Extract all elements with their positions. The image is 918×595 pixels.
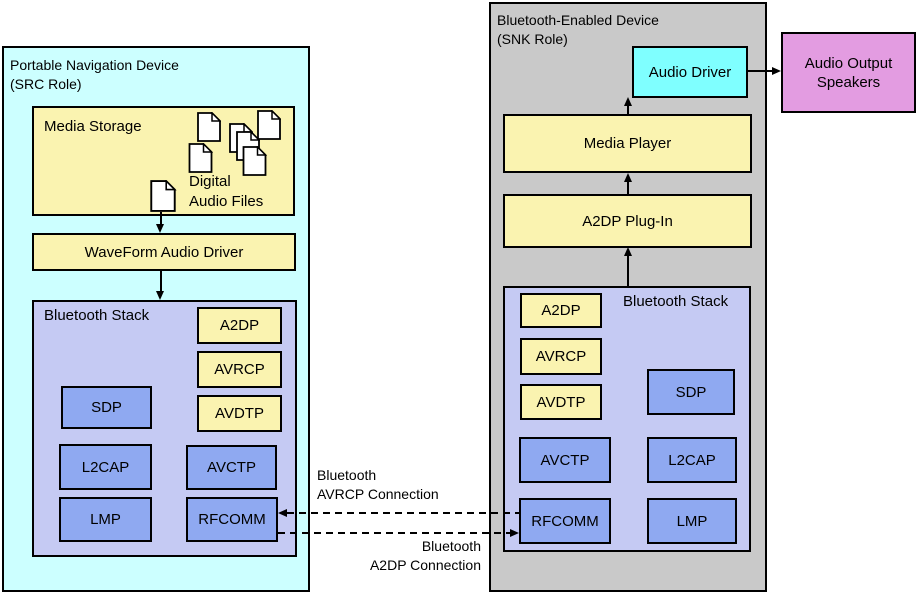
right-rfcomm-label: RFCOMM <box>531 512 599 530</box>
left-rfcomm-box: RFCOMM <box>186 497 278 542</box>
right-a2dp-label: A2DP <box>541 302 581 319</box>
document-icon <box>188 143 213 173</box>
right-lmp-box: LMP <box>647 498 737 544</box>
media-player-label: Media Player <box>583 135 672 152</box>
left-device-title: Portable Navigation Device (SRC Role) <box>10 56 179 94</box>
audio-output-speakers-label: Audio Output Speakers <box>805 54 893 92</box>
left-lmp-label: LMP <box>90 511 121 528</box>
right-a2dp-box: A2DP <box>520 293 602 328</box>
right-device-title-line2: (SNK Role) <box>497 31 568 47</box>
left-device-title-line2: (SRC Role) <box>10 76 82 92</box>
left-l2cap-box: L2CAP <box>59 444 152 490</box>
digital-audio-files-line2: Audio Files <box>189 193 264 210</box>
a2dp-connection-arrowhead <box>510 528 519 537</box>
right-sdp-label: SDP <box>675 383 707 401</box>
right-l2cap-label: L2CAP <box>668 451 716 469</box>
left-sdp-box: SDP <box>61 386 152 429</box>
left-sdp-label: SDP <box>91 399 122 416</box>
waveform-to-stack-line <box>160 271 162 293</box>
right-bluetooth-stack-label: Bluetooth Stack <box>623 293 729 310</box>
left-avrcp-label: AVRCP <box>214 361 265 378</box>
waveform-audio-driver-label: WaveForm Audio Driver <box>84 243 244 261</box>
digital-audio-files-label: Digital Audio Files <box>189 172 263 212</box>
left-avctp-label: AVCTP <box>207 459 256 476</box>
left-device-title-line1: Portable Navigation Device <box>10 57 179 73</box>
audio-driver-box: Audio Driver <box>632 46 748 98</box>
audio-output-speakers-box: Audio Output Speakers <box>781 32 916 113</box>
a2dp-connection-line2: A2DP Connection <box>369 557 481 573</box>
right-lmp-label: LMP <box>676 512 708 530</box>
avrcp-connection-arrowhead <box>278 508 287 517</box>
document-icon <box>257 110 281 140</box>
player-to-driver-line <box>627 105 629 115</box>
plugin-to-player-arrowhead <box>623 173 632 182</box>
speakers-line2: Speakers <box>816 73 881 91</box>
left-lmp-box: LMP <box>59 497 152 542</box>
right-l2cap-box: L2CAP <box>647 437 737 483</box>
audio-driver-label: Audio Driver <box>648 63 732 81</box>
avrcp-connection-line1: Bluetooth <box>317 467 377 483</box>
a2dp-plugin-box: A2DP Plug-In <box>503 194 752 248</box>
media-player-box: Media Player <box>503 114 752 173</box>
left-a2dp-label: A2DP <box>219 317 260 334</box>
avrcp-connection-label: Bluetooth AVRCP Connection <box>317 466 439 504</box>
avrcp-connection-line <box>287 512 519 514</box>
waveform-to-stack-arrowhead <box>156 291 164 300</box>
left-bluetooth-stack-label: Bluetooth Stack <box>44 307 150 324</box>
driver-to-speakers-arrowhead <box>772 66 781 75</box>
right-avdtp-label: AVDTP <box>536 393 586 411</box>
right-device-title-line1: Bluetooth-Enabled Device <box>497 12 659 28</box>
document-icon <box>197 112 221 142</box>
document-icon <box>150 180 177 212</box>
stack-to-plugin-arrowhead <box>623 247 632 256</box>
left-a2dp-box: A2DP <box>197 307 282 344</box>
left-l2cap-label: L2CAP <box>81 458 130 476</box>
stack-to-plugin-line <box>627 255 629 287</box>
left-avdtp-label: AVDTP <box>215 405 264 422</box>
left-avdtp-box: AVDTP <box>197 395 282 432</box>
media-to-waveform-line <box>160 212 162 226</box>
player-to-driver-arrowhead <box>623 97 632 106</box>
left-avctp-box: AVCTP <box>186 445 277 490</box>
right-avdtp-box: AVDTP <box>520 384 602 420</box>
digital-audio-files-line1: Digital <box>189 173 231 190</box>
right-avctp-box: AVCTP <box>519 437 611 483</box>
right-device-title: Bluetooth-Enabled Device (SNK Role) <box>497 11 659 49</box>
speakers-line1: Audio Output <box>804 54 893 72</box>
right-avctp-label: AVCTP <box>540 451 590 469</box>
left-rfcomm-label: RFCOMM <box>198 511 266 528</box>
a2dp-connection-line <box>278 532 510 534</box>
right-avrcp-box: AVRCP <box>520 338 602 375</box>
media-to-waveform-arrowhead <box>156 224 164 233</box>
plugin-to-player-line <box>627 181 629 195</box>
a2dp-plugin-label: A2DP Plug-In <box>582 212 673 230</box>
a2dp-connection-line1: Bluetooth <box>421 538 481 554</box>
a2dp-connection-label: Bluetooth A2DP Connection <box>300 537 481 575</box>
right-rfcomm-box: RFCOMM <box>519 498 611 544</box>
document-icon <box>242 146 267 176</box>
avrcp-connection-line2: AVRCP Connection <box>317 486 439 502</box>
waveform-audio-driver-box: WaveForm Audio Driver <box>32 233 296 271</box>
right-avrcp-label: AVRCP <box>535 348 587 365</box>
media-storage-label: Media Storage <box>44 118 142 135</box>
right-sdp-box: SDP <box>647 369 735 415</box>
left-avrcp-box: AVRCP <box>197 351 282 388</box>
driver-to-speakers-line <box>748 70 774 72</box>
